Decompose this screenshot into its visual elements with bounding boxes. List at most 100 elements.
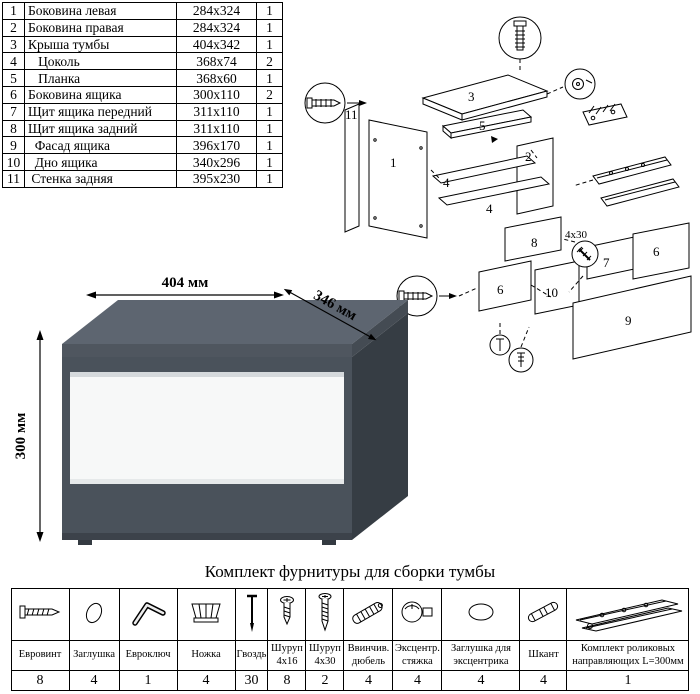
drawer-facade: [572, 275, 692, 360]
part-qty: 1: [256, 35, 283, 54]
hw-cell: [10, 588, 70, 641]
hw-label: Ножка: [176, 640, 236, 671]
hw-count: 8: [267, 670, 307, 691]
hw-cell: [305, 588, 345, 641]
part-size: 396x170: [176, 136, 257, 155]
parts-row: 4 Цоколь 368x74 2: [2, 52, 283, 71]
part-label: 11: [345, 107, 358, 122]
hw-count: 2: [305, 670, 345, 691]
hardware-title: Комплект фурнитуры для сборки тумбы: [204, 562, 496, 581]
part-size: 284x324: [176, 2, 257, 20]
part-label: 5: [479, 118, 486, 133]
part-label: 1: [390, 155, 397, 170]
part-label: 4: [486, 201, 493, 216]
hw-cell: [118, 588, 178, 641]
part-name: Щит ящика передний: [24, 102, 177, 121]
screw-icon: [517, 352, 525, 367]
nail-icon: [496, 338, 504, 351]
hw-count: 1: [566, 670, 690, 691]
part-size: 300x110: [176, 85, 257, 104]
part-qty: 1: [256, 18, 283, 37]
part-qty: 1: [256, 169, 283, 188]
cap-icon: [85, 602, 103, 624]
cabinet-top-edge: [62, 344, 352, 357]
part-label: 9: [625, 313, 632, 328]
drawer-front: [70, 372, 344, 484]
part-number: 7: [2, 102, 25, 121]
part-label: 6: [497, 282, 504, 297]
part-number: 8: [2, 119, 25, 138]
part-name: Крыша тумбы: [24, 35, 177, 54]
hw-label: Эксцентр. стяжка: [392, 640, 443, 671]
screw-4x30-icon: [318, 593, 332, 632]
cabinet-top: [62, 300, 408, 344]
part-size: 311x110: [176, 119, 257, 138]
hw-label: Шкант: [519, 640, 568, 671]
part-size: 340x296: [176, 153, 257, 171]
nail-icon: [246, 594, 257, 632]
wood-dowel-icon: [528, 601, 559, 623]
hw-count: 1: [118, 670, 178, 691]
part-number: 6: [2, 85, 25, 104]
part-qty: 1: [256, 136, 283, 155]
hex-key-icon: [132, 602, 166, 626]
hw-cell: [343, 588, 394, 641]
part-size: 368x60: [176, 69, 257, 87]
hardware-section: Комплект фурнитуры для сборки тумбы: [0, 560, 700, 691]
hw-label: Заглушка для эксцентрика: [441, 640, 521, 671]
hw-count: 4: [176, 670, 236, 691]
hw-label: Шуруп 4x30: [305, 640, 345, 671]
part-label: 7: [603, 255, 610, 270]
part-label: 3: [468, 89, 475, 104]
panel-plinth-1: [431, 155, 537, 184]
width-dimension: 404 мм: [162, 275, 209, 291]
cam-cap-icon: [468, 603, 494, 621]
part-size: 311x110: [176, 102, 257, 121]
screw-4x16-icon: [279, 596, 294, 626]
bracket-icon: [582, 103, 628, 126]
hardware-table: Евровинт Заглушка Евроключ Ножка Гвоздь …: [10, 588, 690, 691]
parts-row: 3 Крыша тумбы 404x342 1: [2, 35, 283, 54]
hw-cell: [68, 588, 120, 641]
confirmat-screw-icon: [19, 605, 61, 619]
part-number: 11: [2, 169, 25, 188]
part-size: 368x74: [176, 52, 257, 71]
part-name: Стенка задняя: [24, 169, 177, 188]
drawer-groove: [70, 372, 344, 377]
part-qty: 1: [256, 69, 283, 87]
parts-row: 7 Щит ящика передний 311x110 1: [2, 102, 283, 121]
hw-cell: [566, 588, 690, 641]
drawer-side-right: [632, 222, 690, 280]
part-name: Цоколь: [24, 52, 177, 71]
plinth-shadow: [62, 533, 352, 540]
screw-size-label: 4x30: [565, 229, 588, 241]
hw-count: 4: [68, 670, 120, 691]
product-render: 404 мм 346 мм 300 мм: [13, 275, 408, 545]
screw-icon: [306, 97, 313, 109]
hw-count: 4: [441, 670, 521, 691]
part-number: 10: [2, 153, 25, 171]
part-size: 395x230: [176, 169, 257, 188]
height-dimension: 300 мм: [13, 413, 29, 460]
part-number: 3: [2, 35, 25, 54]
hw-label: Евровинт: [10, 640, 70, 671]
euro-screw-icon: [513, 20, 527, 27]
eccentric-cam-icon: [401, 601, 433, 623]
part-size: 284x324: [176, 18, 257, 37]
hw-label: Комплект роликовых направляющих L=300мм: [566, 640, 690, 671]
parts-row: 8 Щит ящика задний 311x110 1: [2, 119, 283, 138]
hw-count: 4: [392, 670, 443, 691]
panel-back: [344, 103, 360, 233]
part-label: 8: [531, 235, 538, 250]
parts-row: 2 Боковина правая 284x324 1: [2, 18, 283, 37]
hw-cell: [234, 588, 269, 641]
part-qty: 1: [256, 153, 283, 171]
part-number: 2: [2, 18, 25, 37]
part-qty: 1: [256, 2, 283, 20]
part-name: Дно ящика: [24, 153, 177, 171]
part-name: Боковина левая: [24, 2, 177, 20]
exploded-diagram: 3 11 1 5 2 4 4 8 4x30 7 6 6 10 9: [304, 16, 692, 373]
panel-side-left: [368, 119, 428, 239]
part-label: 4: [443, 175, 450, 190]
